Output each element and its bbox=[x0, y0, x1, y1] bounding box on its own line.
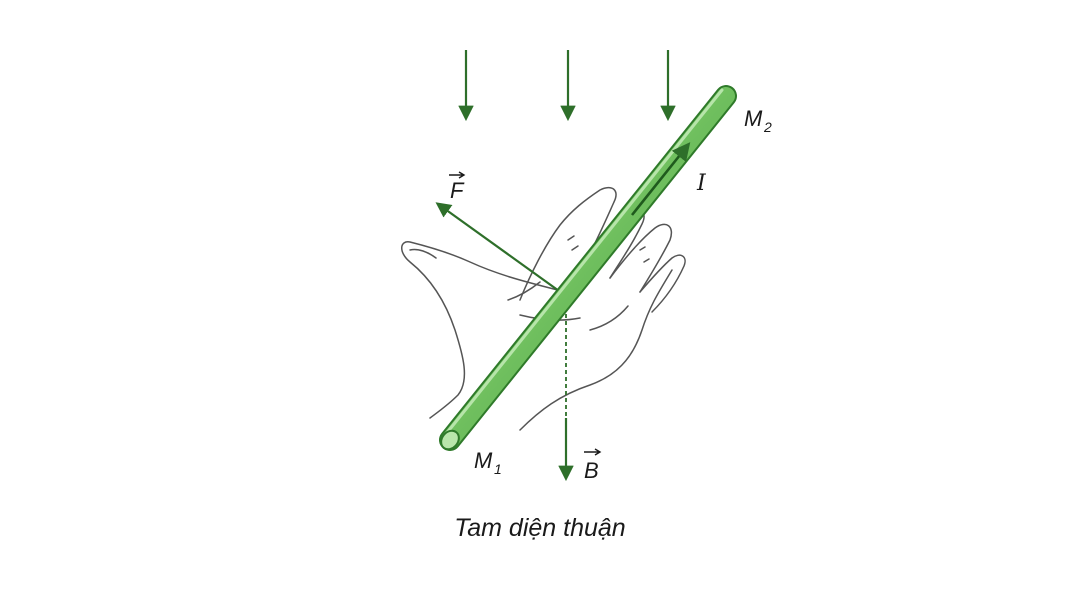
field-label: B bbox=[584, 458, 599, 483]
end1-subscript: 1 bbox=[494, 461, 502, 477]
label-force: F bbox=[449, 171, 466, 203]
current-arrow bbox=[630, 142, 691, 216]
label-field: B bbox=[584, 448, 602, 483]
field-arrows bbox=[458, 50, 676, 122]
conducting-rod bbox=[439, 85, 737, 451]
label-m2: M 2 bbox=[744, 106, 772, 135]
force-label: F bbox=[450, 178, 465, 203]
current-label: I bbox=[696, 171, 707, 196]
vector-arrow-icon bbox=[449, 171, 466, 179]
figure-caption: Tam diện thuận bbox=[454, 514, 626, 542]
end2-label: M bbox=[744, 106, 763, 131]
vector-arrow-icon bbox=[584, 448, 602, 456]
rod-end-m1 bbox=[440, 429, 460, 451]
label-m1: M 1 bbox=[474, 448, 502, 477]
end2-subscript: 2 bbox=[763, 119, 772, 135]
force-arrow bbox=[435, 202, 567, 297]
end1-label: M bbox=[474, 448, 493, 473]
